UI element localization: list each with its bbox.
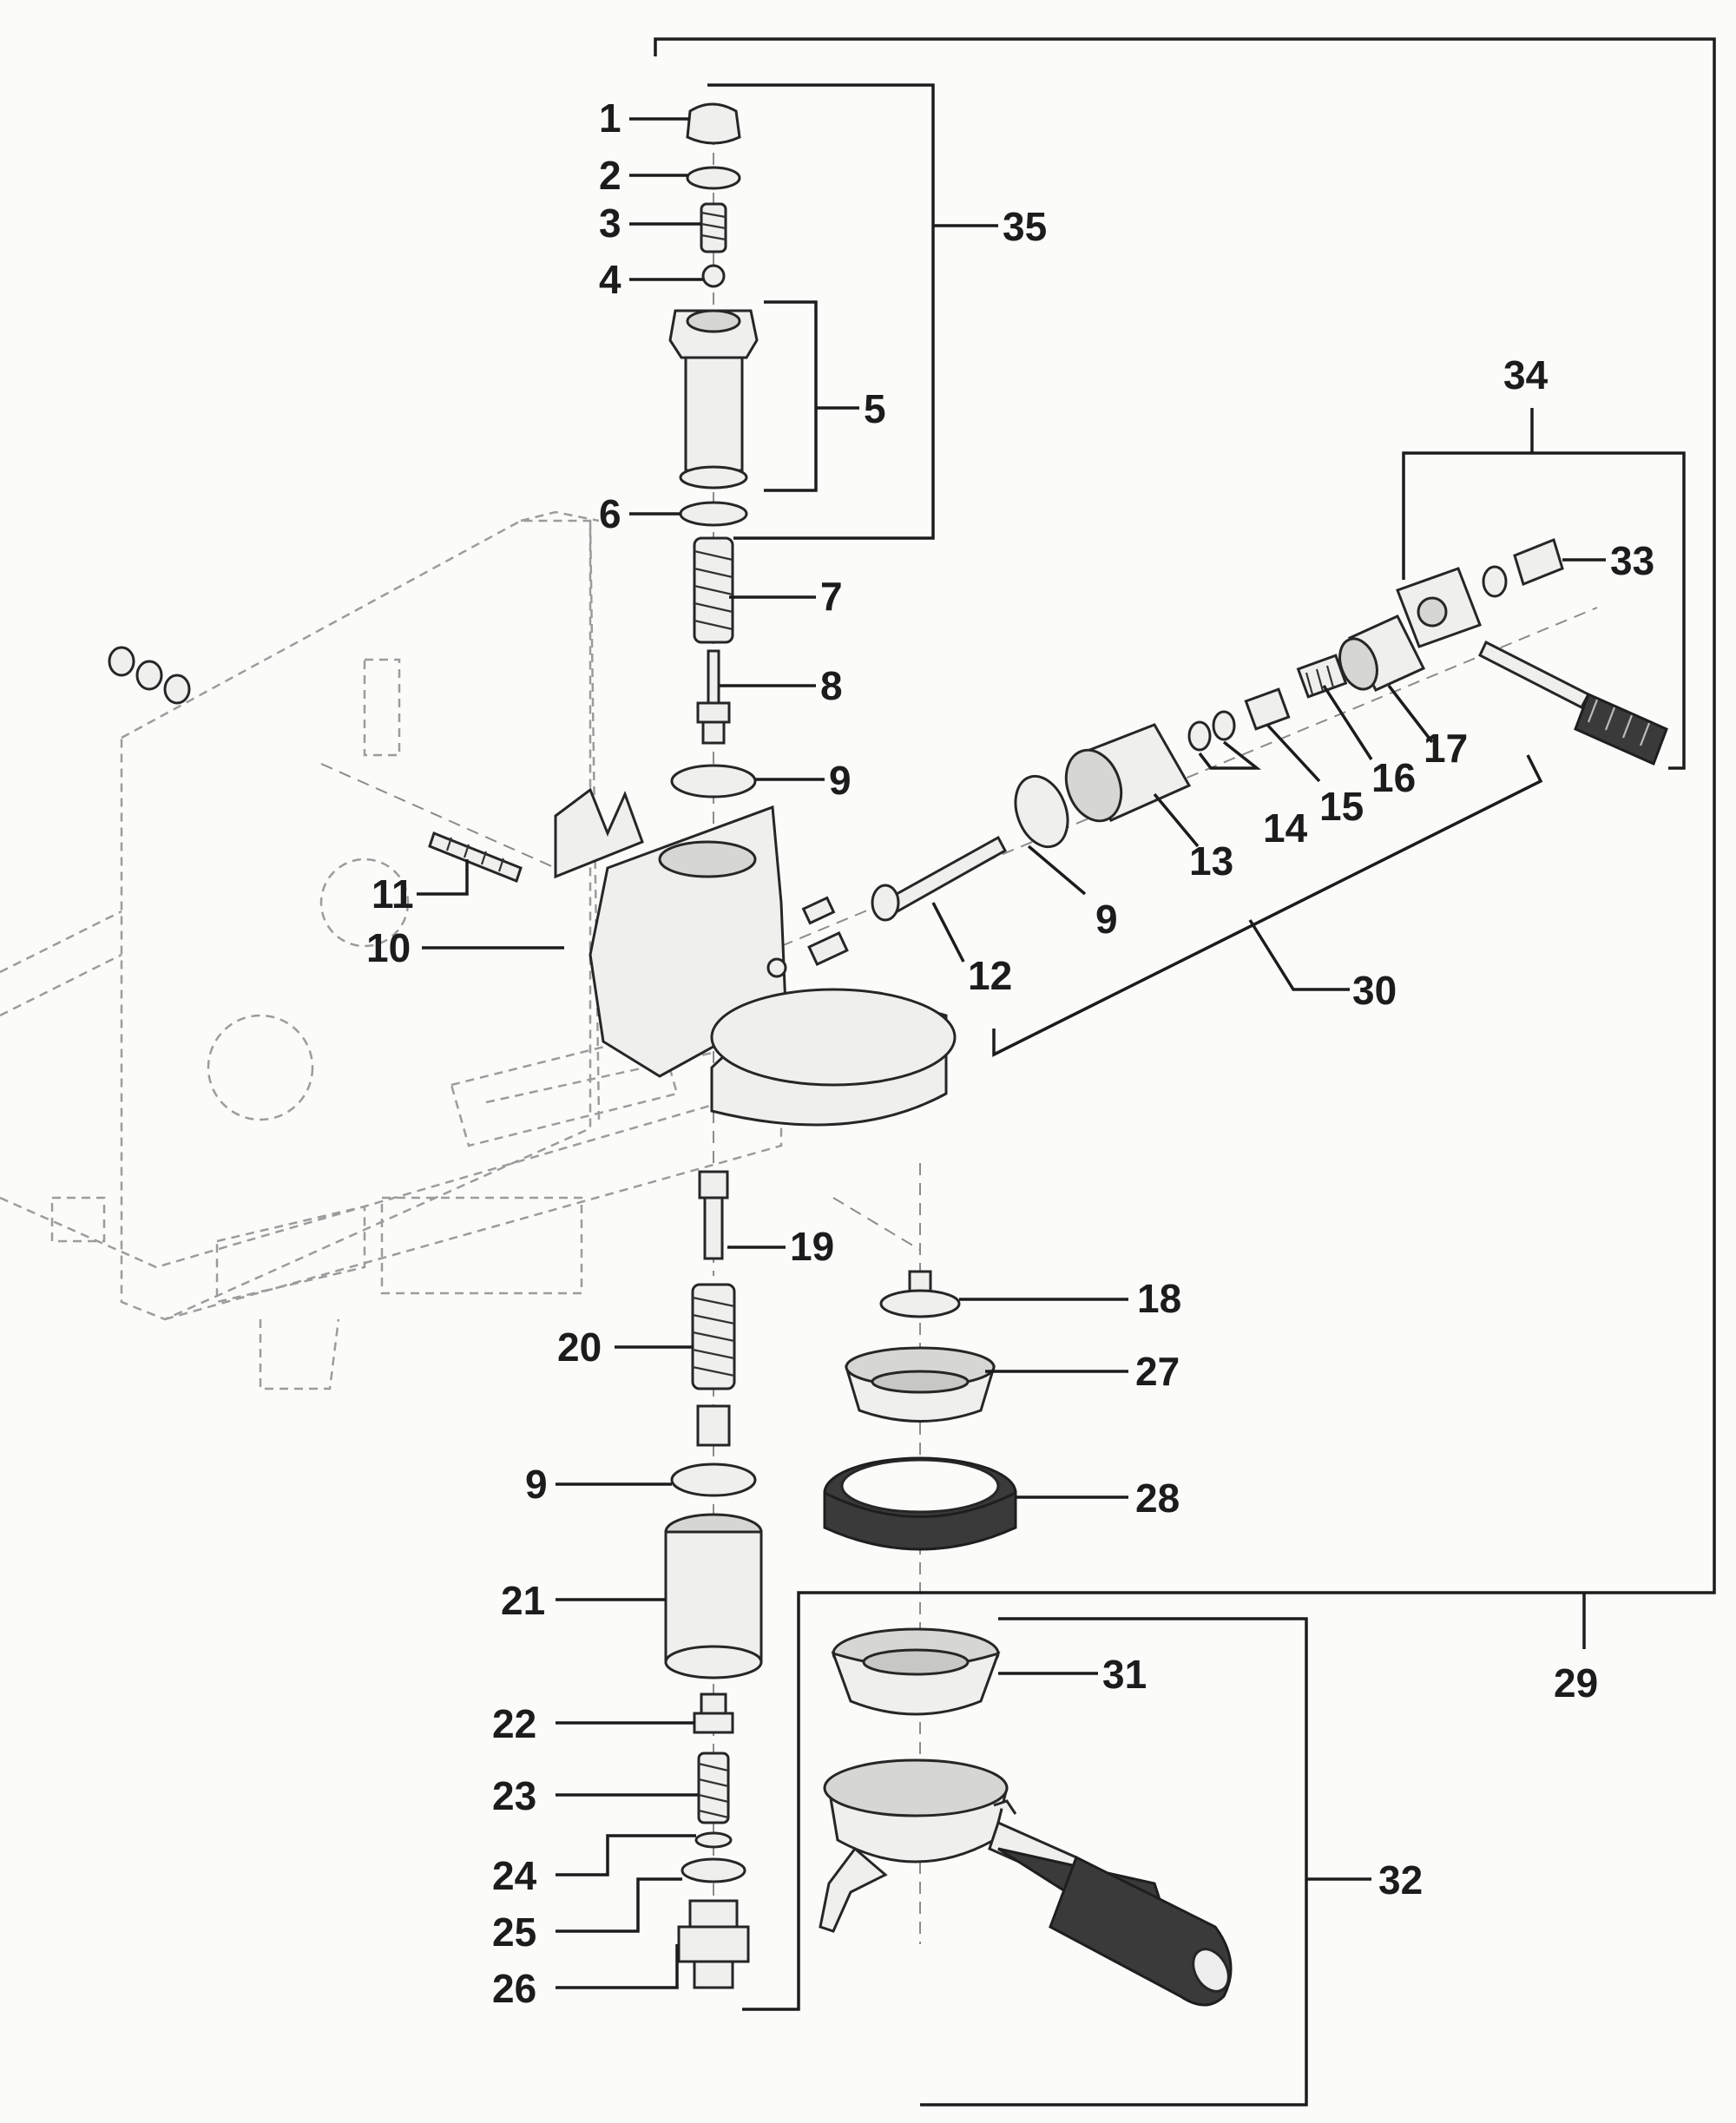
callout-labels: 1 2 3 4 5 6 7 8 9 10 11 12 9 13 14 15 16…	[366, 95, 1654, 2011]
callout-22: 22	[492, 1701, 536, 1746]
callout-31: 31	[1102, 1652, 1147, 1697]
callout-14: 14	[1263, 805, 1308, 851]
callout-28: 28	[1135, 1476, 1180, 1521]
callout-30: 30	[1352, 968, 1397, 1013]
callout-9-valve: 9	[1095, 897, 1118, 942]
callout-20: 20	[557, 1324, 602, 1370]
callout-2: 2	[599, 153, 621, 198]
callout-17: 17	[1424, 726, 1468, 771]
callout-5: 5	[864, 386, 886, 431]
callout-27: 27	[1135, 1349, 1180, 1394]
callout-10: 10	[366, 925, 411, 970]
callout-25: 25	[492, 1909, 536, 1955]
callout-35: 35	[1003, 204, 1047, 249]
callout-12: 12	[968, 953, 1012, 998]
callout-9-upper: 9	[829, 758, 852, 803]
shower-and-filter-parts	[819, 1270, 1233, 2007]
washers-set	[108, 646, 191, 705]
lever-assembly	[1396, 537, 1668, 766]
callout-9-lower: 9	[525, 1462, 548, 1507]
callout-34: 34	[1503, 352, 1549, 398]
callout-8: 8	[820, 663, 843, 708]
callout-6: 6	[599, 491, 621, 536]
pin-11	[428, 831, 523, 883]
callout-15: 15	[1319, 784, 1364, 829]
lower-valve-stack	[664, 1170, 763, 1989]
callout-29: 29	[1554, 1660, 1598, 1706]
callout-33: 33	[1610, 538, 1654, 583]
callout-4: 4	[599, 257, 621, 302]
callout-1: 1	[599, 95, 621, 141]
callout-24: 24	[492, 1853, 537, 1898]
callout-32: 32	[1378, 1857, 1423, 1903]
callout-23: 23	[492, 1773, 536, 1818]
callout-21: 21	[501, 1578, 545, 1623]
callout-7: 7	[820, 574, 843, 619]
leader-lines	[417, 117, 1606, 1989]
assembly-brackets	[654, 37, 1716, 2107]
upper-valve-stack	[668, 102, 759, 799]
callout-18: 18	[1137, 1276, 1181, 1321]
callout-19: 19	[790, 1224, 834, 1269]
callout-16: 16	[1371, 755, 1416, 800]
steam-valve-assembly	[871, 615, 1426, 922]
callout-11: 11	[372, 871, 414, 917]
callout-26: 26	[492, 1966, 536, 2011]
group-head-body	[554, 787, 957, 1127]
callout-3: 3	[599, 200, 621, 246]
callout-13: 13	[1189, 838, 1233, 884]
